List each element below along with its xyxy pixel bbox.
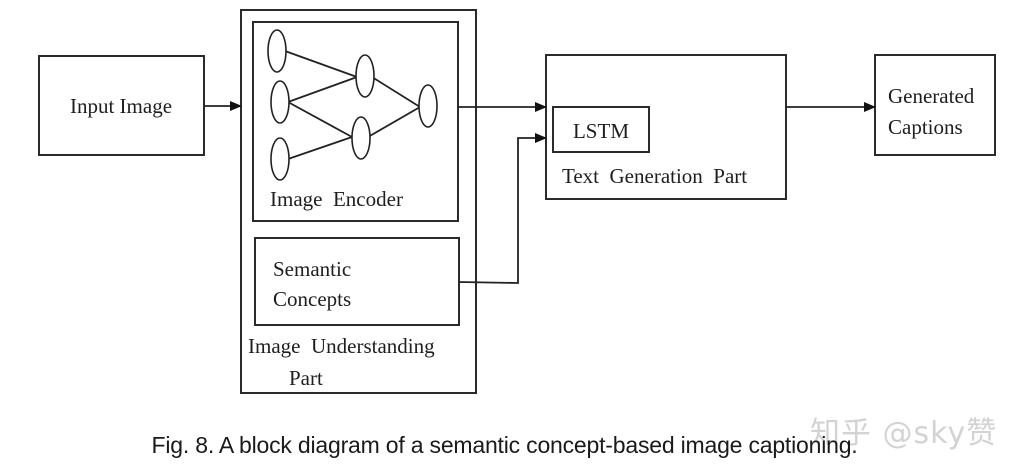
- image-understanding-label-line2: Part: [289, 366, 323, 390]
- image-understanding-label-line1: Image Understanding: [248, 334, 435, 358]
- watermark: 知乎 @sky赞: [810, 416, 998, 451]
- input-image-box: [38, 55, 205, 156]
- semantic-concepts-label-line2: Concepts: [273, 287, 351, 311]
- text-generation-label: Text Generation Part: [562, 164, 747, 188]
- semantic-concepts-block: Semantic Concepts: [254, 237, 460, 326]
- block-diagram: Input Image Image En: [38, 9, 996, 394]
- input-image-label: Input Image: [70, 94, 172, 118]
- generated-captions-label-line2: Captions: [888, 115, 963, 139]
- nn-edge: [371, 76, 421, 108]
- nn-edge: [287, 101, 353, 138]
- figure-caption: Fig. 8. A block diagram of a semantic co…: [151, 432, 858, 458]
- arrow-semantic-to-text-generation: [458, 133, 547, 284]
- nn-edge: [287, 136, 353, 160]
- generated-captions-label-line1: Generated: [888, 84, 975, 108]
- nn-edge: [284, 50, 358, 78]
- generated-captions-box: [874, 54, 996, 156]
- semantic-concepts-box: [254, 237, 460, 326]
- nn-node-hidden: [355, 54, 375, 98]
- nn-node-hidden: [351, 116, 371, 160]
- nn-node-output: [418, 84, 438, 128]
- lstm-box: [552, 106, 650, 153]
- input-image-block: Input Image: [38, 55, 205, 156]
- nn-edge: [367, 106, 421, 138]
- image-encoder-block: Image Encoder: [252, 21, 459, 222]
- text-generation-part: LSTM Text Generation Part: [545, 54, 787, 200]
- image-encoder-label: Image Encoder: [270, 187, 403, 211]
- generated-captions-block: Generated Captions: [874, 54, 996, 156]
- nn-node-input: [270, 80, 290, 124]
- nn-node-input: [270, 137, 290, 181]
- neural-network-icon: [267, 29, 438, 181]
- lstm-label: LSTM: [573, 119, 629, 143]
- semantic-concepts-label-line1: Semantic: [273, 257, 351, 281]
- image-understanding-part: Image Encoder Semantic Concepts Image Un…: [240, 9, 477, 394]
- nn-node-input: [267, 29, 287, 73]
- nn-edge: [287, 76, 358, 103]
